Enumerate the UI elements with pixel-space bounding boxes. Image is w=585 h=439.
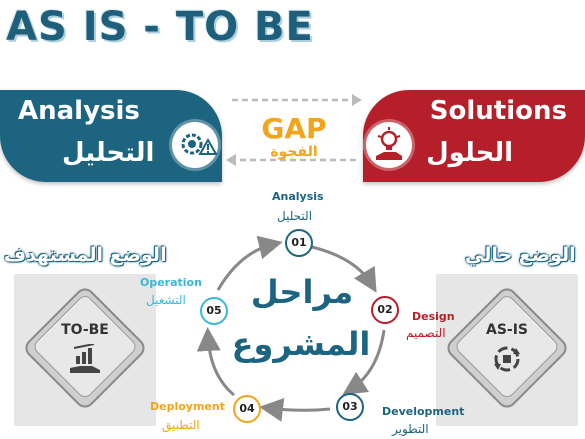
lightbulb-hand-icon <box>366 122 412 168</box>
page-title: AS IS - TO BE <box>6 4 314 50</box>
growth-chart-icon <box>64 343 106 378</box>
stage-5-label-en: Operation <box>140 276 202 289</box>
current-state-title: الوضع حالي <box>465 244 576 266</box>
as-is-label: AS-IS <box>485 322 529 338</box>
stage-4-marker: 04 <box>233 395 261 423</box>
stage-4-label-ar: التطبيق <box>162 418 200 432</box>
stage-1-label-en: Analysis <box>272 190 324 203</box>
center-title-line1: مراحل <box>250 273 354 311</box>
stage-5-marker: 05 <box>200 297 228 325</box>
analysis-label-en: Analysis <box>18 96 140 126</box>
stage-3-label-en: Development <box>382 405 465 418</box>
stage-2-label-ar: التصميم <box>406 326 446 340</box>
stage-3-marker: 03 <box>336 393 364 421</box>
stage-2-marker: 02 <box>371 296 399 324</box>
solutions-banner: Solutions الحلول <box>363 90 585 182</box>
cycle-icon <box>486 344 528 378</box>
analysis-label-ar: التحليل <box>62 138 155 168</box>
stage-3-label-ar: التطوير <box>392 422 429 436</box>
target-state-title: الوضع المستهدف <box>4 244 167 266</box>
as-is-panel: AS-IS <box>436 274 578 426</box>
stage-4-label-en: Deployment <box>150 400 225 413</box>
gap-arrows <box>226 94 362 166</box>
stage-5-label-ar: التشغيل <box>146 293 186 307</box>
center-title-line2: المشروع <box>231 325 371 363</box>
stage-2-label-en: Design <box>412 310 455 323</box>
to-be-label: TO-BE <box>61 322 109 338</box>
gap-label: GAP <box>261 112 327 145</box>
gap-label-ar: الفجوة <box>270 144 318 160</box>
solutions-label-ar: الحلول <box>426 138 513 168</box>
gear-warning-icon <box>172 122 218 168</box>
stage-1-label-ar: التحليل <box>277 209 313 223</box>
stage-1-marker: 01 <box>285 229 313 257</box>
solutions-label-en: Solutions <box>429 96 567 126</box>
to-be-panel: TO-BE <box>14 274 156 426</box>
